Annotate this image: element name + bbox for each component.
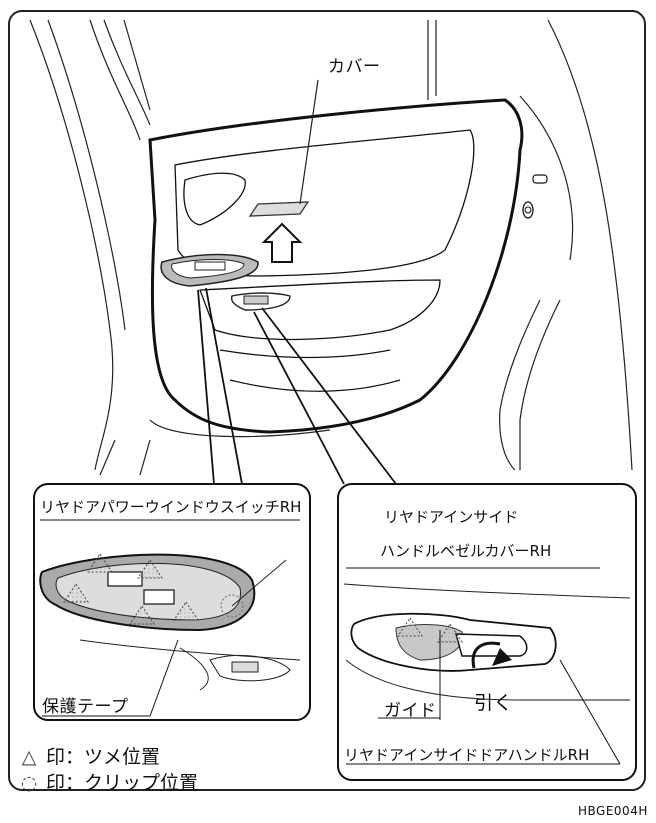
cover-part xyxy=(248,79,319,263)
legend-clip-text: 印：クリップ位置 xyxy=(46,772,199,794)
handle-label: リヤドアインサイドドアハンドルRH xyxy=(344,746,590,764)
bezel-label-line2: ハンドルベゼルカバーRH xyxy=(380,542,552,560)
circle-dotted-icon: ◌ xyxy=(20,772,38,794)
callout-leaders xyxy=(197,287,397,485)
cover-label: カバー xyxy=(328,57,381,77)
legend-clip: ◌ 印：クリップ位置 xyxy=(18,768,198,795)
inside-handle-on-door xyxy=(230,292,291,311)
claw-triangles-right xyxy=(397,617,463,643)
pull-label: 引く xyxy=(474,692,514,714)
switch-callout-title: リヤドアパワーウインドウスイッチRH xyxy=(40,498,302,516)
switch-callout-box xyxy=(33,483,311,721)
handle-callout-box xyxy=(337,483,637,781)
claw-triangles xyxy=(63,553,199,625)
protect-tape-label: 保護テープ xyxy=(42,697,129,717)
triangle-dotted-icon: △ xyxy=(21,746,37,768)
legend-claw-text: 印：ツメ位置 xyxy=(46,746,161,768)
legend-claw: △ 印：ツメ位置 xyxy=(18,742,160,769)
power-window-switch-on-door xyxy=(160,253,259,287)
vehicle-body-lines xyxy=(29,19,633,476)
figure-code: HBGE004H xyxy=(578,804,648,818)
guide-label: ガイド xyxy=(384,701,437,721)
bezel-label-line1: リヤドアインサイド xyxy=(384,508,519,526)
